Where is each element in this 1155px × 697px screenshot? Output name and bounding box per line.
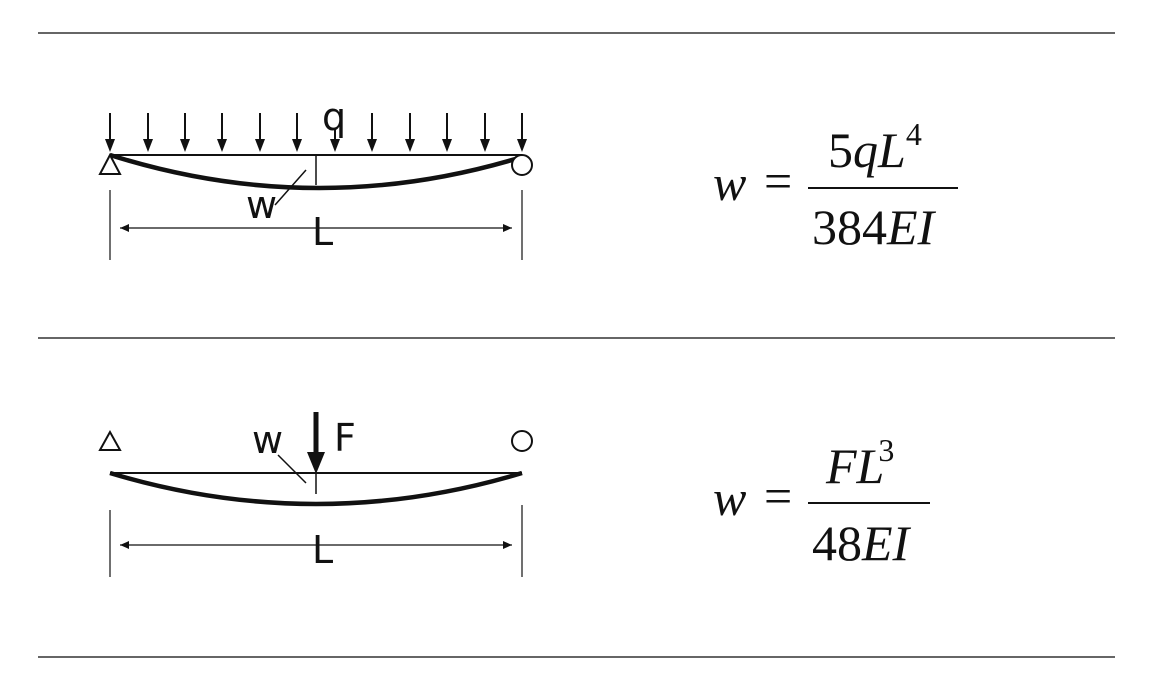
pin-support [98,429,122,451]
uniform-load-formula: w = 5qL4 384EI [713,116,958,255]
numerator-coefficient: 5 [828,122,853,178]
formula-lhs: w [713,470,746,526]
distributed-load-arrows [105,113,527,152]
load-arrow [180,113,190,152]
load-label: F [334,416,356,460]
load-arrow [405,113,415,152]
deflection-leader [277,454,307,484]
load-arrow [255,113,265,152]
numerator-exponent: 3 [878,432,894,468]
deflection-label: w [252,418,283,462]
point-load-formula: w = FL3 48EI [713,432,930,571]
numerator-variables: qL [853,122,906,178]
load-arrow [330,128,340,152]
numerator-variables: FL [825,438,884,494]
load-arrow [292,113,302,152]
formula-equals: = [764,153,792,209]
load-arrow [517,113,527,152]
deflection-leader [274,169,307,206]
load-arrow [367,113,377,152]
denominator-variables: EI [886,199,937,255]
formula-denominator: 48EI [812,515,912,571]
roller-support [511,154,533,176]
deflected-beam [109,152,523,191]
load-label: q [322,95,346,139]
deflection-label: w [246,183,277,227]
point-load-arrow [307,412,325,474]
load-arrow [143,113,153,152]
denominator-coefficient: 384 [812,199,887,255]
span-label: L [312,210,333,254]
formula-lhs: w [713,155,746,211]
load-arrow [217,113,227,152]
formula-denominator: 384EI [812,199,937,255]
formula-equals: = [764,468,792,524]
denominator-variables: EI [861,515,912,571]
load-arrow [480,113,490,152]
span-label: L [312,528,333,572]
formula-numerator: FL3 [825,432,894,494]
point-load-diagram: w F L [98,412,533,577]
load-arrow [442,113,452,152]
formula-numerator: 5qL4 [828,116,922,178]
uniform-load-diagram: q w L [98,95,533,260]
roller-support [511,430,533,452]
numerator-exponent: 4 [906,116,922,152]
denominator-coefficient: 48 [812,515,862,571]
pin-support [98,152,122,175]
load-arrow [105,113,115,152]
deflected-beam [109,470,523,507]
